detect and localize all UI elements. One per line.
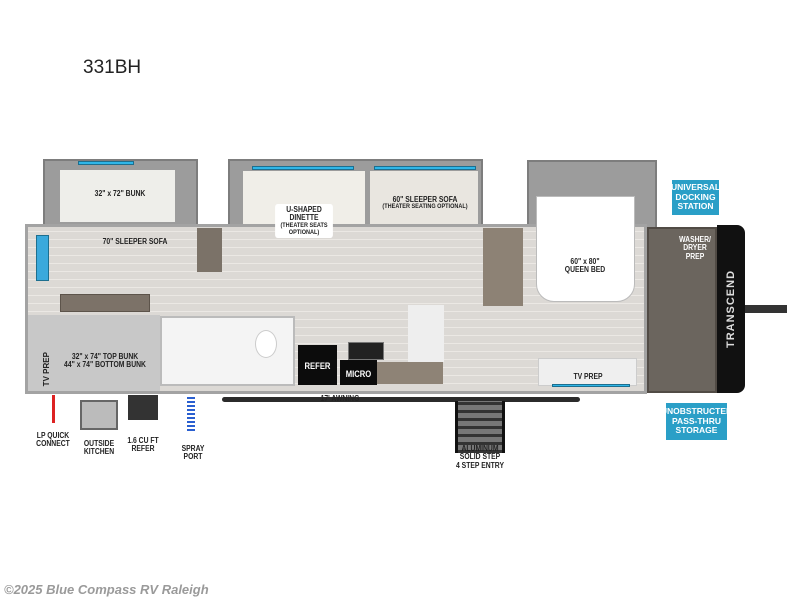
sleeper-sofa: [370, 171, 478, 226]
dinette-window: [252, 166, 354, 170]
docking-callout-2: DOCKING: [675, 191, 716, 202]
spray-port-label-1: SPRAY: [181, 444, 205, 453]
sleeper-sofa-70-label: 70" SLEEPER SOFA: [102, 237, 168, 246]
dinette-label-3: (THEATER SEATS: [280, 221, 328, 229]
outside-refer-label-1: 1.6 CU FT: [127, 436, 159, 445]
queen-bed: [536, 196, 635, 302]
washer-label-1: WASHER/: [679, 235, 711, 244]
dinette-label-4: OPTIONAL): [288, 228, 320, 236]
refer-unit: [298, 345, 337, 385]
queen-bed-label-2: QUEEN BED: [564, 265, 606, 275]
storage-callout-3: STORAGE: [675, 425, 718, 436]
sofa-60-label-1: 60" SLEEPER SOFA: [392, 195, 458, 204]
step-label-3: 4 STEP ENTRY: [456, 460, 504, 470]
step-label-2: SOLID STEP: [459, 452, 501, 462]
spray-port-label: SPRAY PORT: [173, 444, 212, 462]
outside-refer-label-2: REFER: [131, 444, 155, 454]
front-cap: [717, 225, 745, 393]
step-label-1: ALUMINUM: [461, 444, 499, 453]
refer-label: REFER: [304, 361, 331, 371]
stovetop: [348, 342, 384, 360]
bunks-label-1: 32" x 74" TOP BUNK: [71, 352, 139, 361]
micro-unit: [340, 360, 377, 385]
storage-callout-1: UNOBSTRUCTED: [660, 406, 733, 417]
lp-label: LP QUICK CONNECT: [32, 431, 75, 449]
washer-label-3: PREP: [685, 251, 705, 261]
docking-callout-3: STATION: [677, 201, 714, 212]
spray-port-icon: [187, 395, 195, 431]
tv-prep-left-label: TV PREP: [41, 352, 51, 387]
spray-port-label-2: PORT: [183, 452, 203, 462]
pantry: [483, 228, 523, 306]
model-title: 331BH: [83, 57, 142, 78]
outside-refer-icon: [128, 395, 158, 420]
dinette-label-1: U-SHAPED: [286, 205, 322, 214]
awning: [222, 397, 580, 402]
storage-tubs: [60, 294, 150, 312]
bunk-label: 32" x 72" BUNK: [94, 189, 146, 198]
outside-kitchen-label-2: KITCHEN: [83, 447, 115, 457]
outside-kitchen-icon: [80, 400, 118, 430]
washer-dryer-label: WASHER/ DRYER PREP: [675, 235, 714, 261]
pass-thru-storage-callout: UNOBSTRUCTED PASS-THRU STORAGE: [661, 403, 732, 440]
bunks-label-2: 44" x 74" BOTTOM BUNK: [64, 360, 146, 370]
sofa-window: [374, 166, 476, 170]
queen-bed-label-1: 60" x 80": [570, 257, 600, 266]
outside-refer-label: 1.6 CU FT REFER: [123, 436, 162, 454]
watermark: ©2025 Blue Compass RV Raleigh: [4, 582, 209, 597]
sofa-60-label: 60" SLEEPER SOFA (THEATER SEATING OPTION…: [378, 195, 472, 211]
dinette-label-2: DINETTE: [289, 213, 319, 223]
docking-station-callout: UNIVERSAL DOCKING STATION: [670, 180, 721, 215]
outside-kitchen-label: OUTSIDE KITCHEN: [78, 439, 121, 457]
lp-connect-icon: [52, 395, 55, 423]
bunk-room: [28, 315, 160, 391]
tv-left: [36, 235, 49, 281]
awning-label: 17' AWNING: [320, 394, 360, 403]
front-storage: [647, 227, 717, 393]
docking-callout-1: UNIVERSAL: [670, 182, 721, 193]
cabinet-dinette: [197, 228, 222, 272]
entry-step: [455, 401, 505, 453]
hitch: [745, 305, 787, 313]
dinette-label: U-SHAPED DINETTE (THEATER SEATS OPTIONAL…: [275, 204, 333, 239]
storage-callout-2: PASS-THRU: [672, 415, 721, 426]
sofa-60-label-2: (THEATER SEATING OPTIONAL): [382, 203, 468, 211]
kitchen-island: [377, 362, 443, 384]
washer-label-2: DRYER: [683, 243, 707, 253]
micro-label: MICRO: [345, 369, 372, 379]
tv-prep-right-label: TV PREP: [573, 372, 603, 381]
step-label: ALUMINUM SOLID STEP 4 STEP ENTRY: [450, 444, 510, 470]
lp-label-2: CONNECT: [36, 439, 70, 449]
bunk-window: [78, 161, 134, 165]
bunks-label: 32" x 74" TOP BUNK 44" x 74" BOTTOM BUNK: [63, 352, 148, 370]
queen-bed-label: 60" x 80" QUEEN BED: [551, 257, 619, 275]
countertop: [408, 305, 444, 362]
tv-right: [552, 384, 630, 387]
outside-kitchen-label-1: OUTSIDE: [83, 439, 115, 448]
lp-label-1: LP QUICK: [36, 431, 70, 440]
bunk-mattress: [60, 170, 175, 222]
tv-cabinet-right: [538, 358, 637, 386]
toilet: [255, 330, 277, 358]
brand-logo: TRANSCEND: [725, 269, 737, 349]
